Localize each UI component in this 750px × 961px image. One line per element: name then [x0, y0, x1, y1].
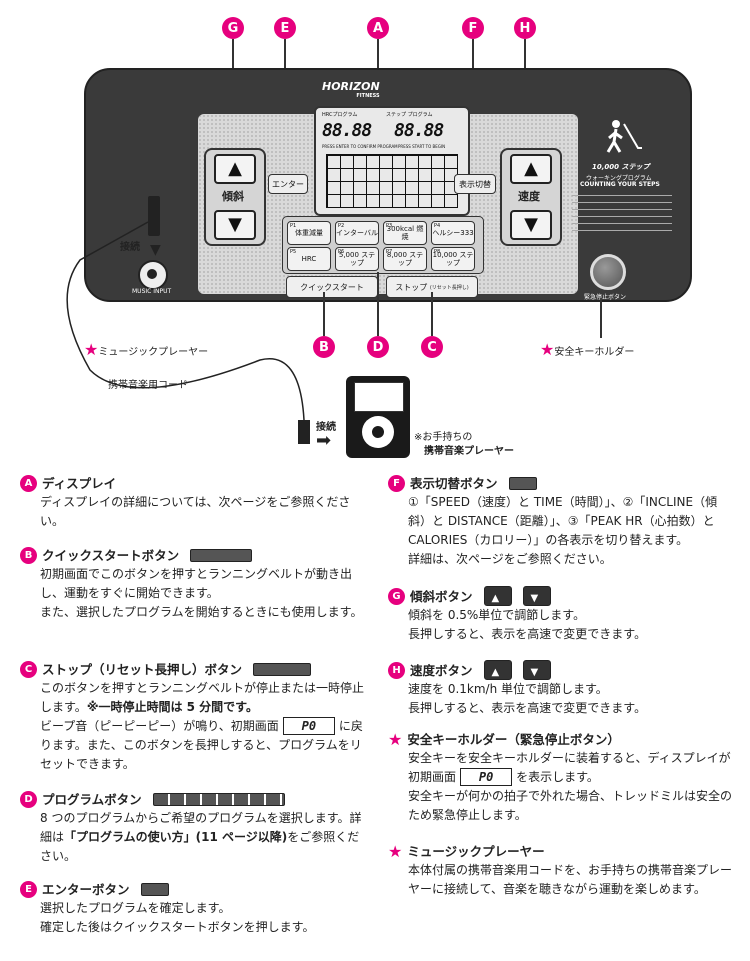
- display-left-digits: 88.88: [322, 120, 372, 141]
- star-icon: ★: [388, 842, 403, 861]
- music-player-device: [346, 376, 410, 458]
- speed-up-button[interactable]: ▲: [510, 154, 552, 184]
- incline-label: 傾斜: [222, 190, 244, 203]
- quick-start-button-icon: [190, 549, 253, 562]
- p0-display: P0: [282, 717, 336, 735]
- display-toggle-button[interactable]: 表示切替: [454, 174, 496, 194]
- display-grid: [326, 154, 458, 208]
- marker-h: H: [388, 661, 405, 679]
- callout-g: G: [222, 17, 244, 39]
- incline-pad: ▲ 傾斜 ▼: [204, 148, 266, 246]
- section-safety-key: ★安全キーホルダー（緊急停止ボタン） 安全キーを安全キーホルダーに装着すると、デ…: [388, 730, 733, 822]
- enter-button[interactable]: エンター: [268, 174, 308, 194]
- enter-button-icon: [140, 883, 169, 896]
- safety-key-holder-label: ★安全キーホルダー: [540, 340, 635, 359]
- star-icon: ★: [388, 730, 403, 749]
- own-player-note-1: ※お手持ちの: [414, 432, 473, 443]
- program-buttons-icon: [152, 793, 285, 806]
- cord-label: 携帯音楽用コード: [108, 380, 188, 391]
- incline-up-button[interactable]: ▲: [214, 154, 256, 184]
- incline-down-icon: ▼: [522, 586, 551, 606]
- display-toggle-button-icon: [508, 477, 537, 490]
- marker-b: B: [20, 547, 37, 564]
- speed-down-button[interactable]: ▼: [510, 210, 552, 240]
- callout-a: A: [367, 17, 389, 39]
- marker-f: F: [388, 475, 405, 492]
- arrow-down-icon: ▼: [524, 214, 538, 235]
- steps-info-lines: [572, 192, 672, 237]
- connect-label-1: 接続: [120, 242, 140, 253]
- audio-plug-icon: [148, 196, 160, 236]
- callout-f: F: [462, 17, 484, 39]
- callout-b: B: [313, 336, 335, 358]
- own-player-note-2: 携帯音楽プレーヤー: [424, 446, 514, 457]
- marker-e: E: [20, 881, 37, 898]
- marker-d: D: [20, 791, 37, 808]
- music-input-jack[interactable]: [138, 260, 168, 290]
- marker-c: C: [20, 661, 37, 678]
- speed-up-icon: ▲: [483, 660, 512, 680]
- speed-label: 速度: [518, 190, 540, 203]
- arrow-right-icon: ➡: [316, 430, 332, 451]
- display: HRCプログラム ステップ プログラム 88.88 88.88 PRESS EN…: [314, 106, 470, 216]
- arrow-down-icon: ▼: [228, 214, 242, 235]
- marker-a: A: [20, 475, 37, 492]
- stop-button-icon: [253, 663, 312, 676]
- p0-display: P0: [459, 768, 513, 786]
- speed-pad: ▲ 速度 ▼: [500, 148, 562, 246]
- audio-cord: [66, 221, 305, 421]
- incline-up-icon: ▲: [483, 586, 512, 606]
- music-player-label: ★ミュージックプレーヤー: [84, 340, 209, 359]
- emergency-stop-button[interactable]: [590, 254, 626, 290]
- arrow-up-icon: ▲: [524, 158, 538, 179]
- marker-g: G: [388, 587, 405, 605]
- arrow-up-icon: ▲: [228, 158, 242, 179]
- speed-down-icon: ▼: [522, 660, 551, 680]
- callout-h: H: [514, 17, 536, 39]
- section-music-player: ★ミュージックプレーヤー 本体付属の携帯音楽用コードを、お手持ちの携帯音楽プレー…: [388, 842, 733, 896]
- callout-d: D: [367, 336, 389, 358]
- callout-c: C: [421, 336, 443, 358]
- connect-label-2: 接続: [316, 422, 336, 433]
- callout-e: E: [274, 17, 296, 39]
- arrow-down-icon: ▼: [150, 242, 161, 258]
- audio-plug-icon: [298, 420, 310, 444]
- incline-down-button[interactable]: ▼: [214, 210, 256, 240]
- display-right-digits: 88.88: [394, 120, 444, 141]
- walker-icon: [604, 118, 644, 158]
